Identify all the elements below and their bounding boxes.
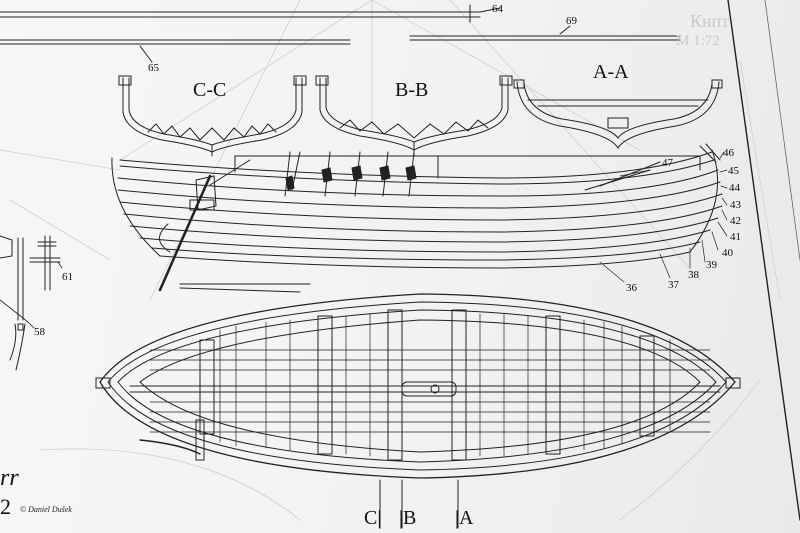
thwarts [199,309,655,461]
hull-plan-view [95,293,741,529]
ghost-scale-text: M 1:72 [676,33,720,49]
part-number-40: 40 [722,247,733,259]
spar-65 [0,39,351,63]
part-number-36: 36 [626,282,637,294]
section-b-b [315,75,513,157]
spar-69 [409,25,681,41]
part-number-44: 44 [729,182,740,194]
part-number-58: 58 [34,326,45,338]
spar-64 [0,4,501,23]
cut-marker-a: |A [455,507,474,529]
part-number-37: 37 [668,279,679,291]
part-number-65: 65 [148,62,159,74]
scale-fragment: 2 [0,494,11,519]
part-number-39: 39 [706,259,717,271]
part-number-47: 47 [662,157,673,169]
section-label-a-a: A-A [593,61,629,83]
frame-border-right [727,0,800,521]
section-label-c-c: C-C [193,79,227,101]
part-number-41: 41 [730,231,741,243]
frame-border-right-inner [764,0,800,261]
cut-marker-b: |B [399,507,417,529]
section-a-a [513,79,723,150]
plan-title-fragment: rr [0,465,19,491]
part-number-38: 38 [688,269,699,281]
section-c-c [118,75,307,157]
cut-marker-c: C| [364,507,382,529]
ghost-rigging [0,0,780,520]
parts-58-61 [0,235,63,371]
part-number-42: 42 [730,215,741,227]
part-number-69: 69 [566,15,577,27]
part-number-61: 61 [62,271,73,283]
section-label-b-b: B-B [395,79,429,101]
floor-planks [149,313,711,457]
hull-profile [111,143,728,293]
copyright-credit: © Daniel Dušek [20,505,72,514]
part-number-45: 45 [728,165,739,177]
part-number-64: 64 [492,3,503,15]
part-number-46: 46 [723,147,734,159]
part-number-43: 43 [730,199,741,211]
ghost-title-text: Кнпт [690,11,730,31]
